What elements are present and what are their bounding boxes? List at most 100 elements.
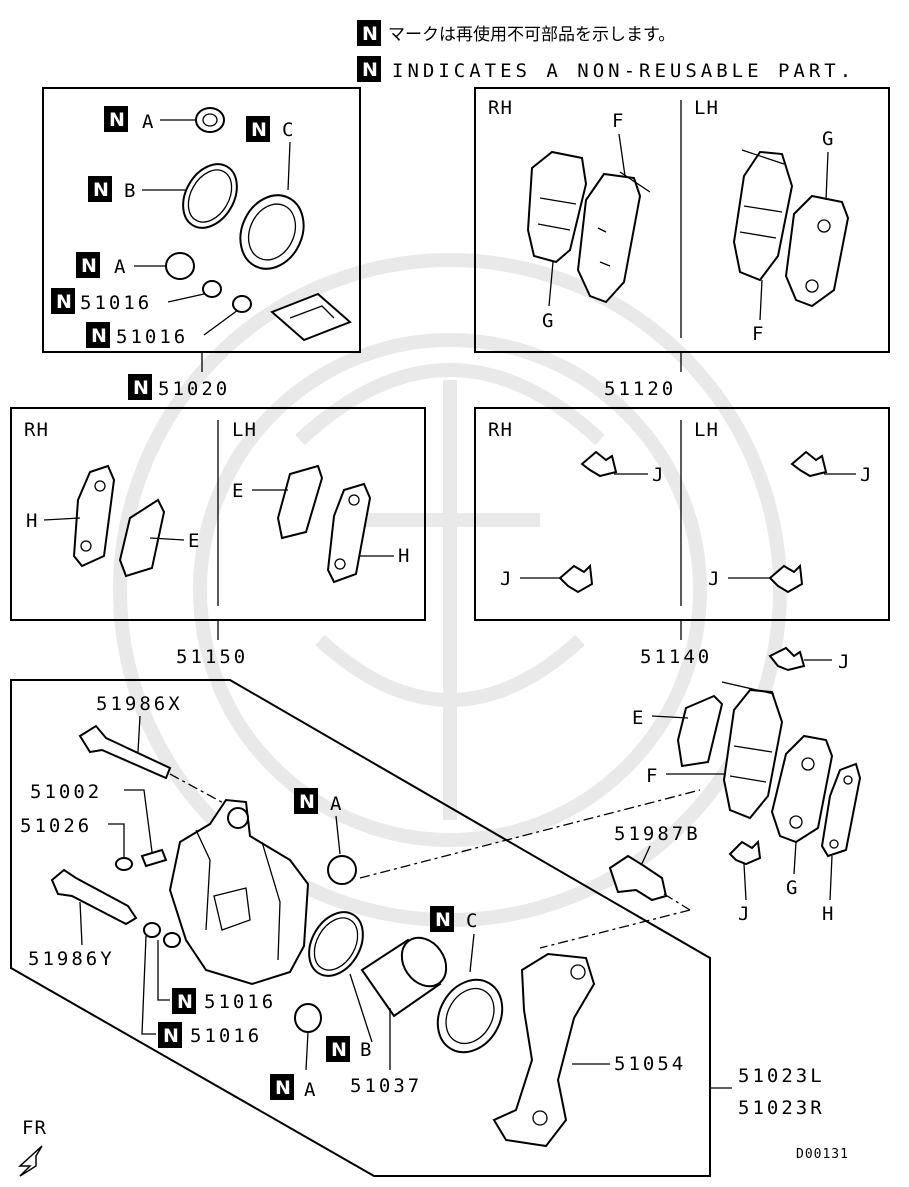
shim-e-lh xyxy=(276,464,324,540)
label-51054: 51054 xyxy=(614,1053,686,1075)
shim-e-exploded xyxy=(676,694,724,768)
label-g: G xyxy=(542,310,554,332)
bolt-51986x-part xyxy=(78,724,172,780)
label-51037: 51037 xyxy=(350,1075,422,1097)
label-f-2: F xyxy=(752,323,764,345)
label-51986x: 51986X xyxy=(96,693,183,715)
pad-f-rh xyxy=(576,172,642,304)
label-lh-2: LH xyxy=(232,419,257,441)
footer: FR D00131 xyxy=(18,1117,849,1177)
svg-text:N: N xyxy=(331,1039,347,1061)
svg-text:N: N xyxy=(56,291,72,313)
pad-f-lh xyxy=(732,150,794,282)
label-51016-2: 51016 xyxy=(116,326,188,348)
boot-51016-asm-2 xyxy=(163,932,181,948)
n-badge-legend-jp: N xyxy=(357,20,381,46)
label-51026: 51026 xyxy=(20,815,92,837)
svg-text:N: N xyxy=(91,325,107,347)
label-rh: RH xyxy=(488,97,513,119)
label-j-bottom: J xyxy=(738,903,750,925)
label-j-3: J xyxy=(860,464,872,486)
label-b: B xyxy=(124,180,136,202)
seal-c-asm-part xyxy=(436,978,504,1054)
boot-a-asm2-part xyxy=(294,1003,322,1033)
boot-51016-part xyxy=(202,280,222,298)
section-shims: 51150 RH LH H E E H xyxy=(10,407,426,668)
legend-english: INDICATES A NON-REUSABLE PART. xyxy=(392,60,855,82)
boot-51016b-part xyxy=(232,295,252,313)
label-lh-3: LH xyxy=(694,419,719,441)
label-rh-2: RH xyxy=(24,419,49,441)
diagram-code: D00131 xyxy=(796,1147,849,1162)
clip-j-4 xyxy=(768,563,804,594)
label-a: A xyxy=(142,111,154,133)
pad-g-exploded xyxy=(770,734,834,844)
section-seal-kit: N 51020 N A N C N B N A N 51016 N 51016 xyxy=(42,87,361,400)
section-pads: 51120 RH LH F G G F xyxy=(474,87,890,400)
label-e-exploded: E xyxy=(632,707,644,729)
label-c: C xyxy=(282,119,294,141)
legend-japanese: マークは再使用不可部品を示します。 xyxy=(388,24,675,45)
svg-text:N: N xyxy=(251,119,267,141)
direction-label: FR xyxy=(22,1117,47,1139)
label-g-exploded: G xyxy=(786,877,798,899)
n-badge: N xyxy=(128,374,152,400)
seal-c-part xyxy=(239,194,305,270)
shim-h-rh xyxy=(72,464,116,568)
label-h-exploded: H xyxy=(822,903,834,925)
grease-pack-part xyxy=(270,292,352,342)
clip-j-3 xyxy=(790,450,828,478)
pad-g-rh xyxy=(526,150,588,264)
caliper-body-part xyxy=(168,798,310,986)
svg-text:N: N xyxy=(362,59,378,81)
svg-text:N: N xyxy=(163,1025,179,1047)
label-e-2: E xyxy=(232,480,244,502)
label-51986y: 51986Y xyxy=(28,948,115,970)
label-c-asm: C xyxy=(466,910,478,932)
boot-a2-part xyxy=(165,252,195,280)
section-assembly: 51023L 51023R 51986X 51002 51026 51986Y … xyxy=(10,646,862,1177)
n-badge-legend-en: N xyxy=(357,56,381,82)
label-a-2: A xyxy=(114,256,126,278)
svg-text:N: N xyxy=(435,909,451,931)
bolt-51987b-part xyxy=(608,854,668,902)
clip-j-2 xyxy=(558,563,594,594)
bushing-51026-part xyxy=(115,857,133,871)
boot-a-asm-part xyxy=(327,855,357,885)
label-j-2: J xyxy=(500,568,512,590)
legend: N マークは再使用不可部品を示します。 N INDICATES A NON-RE… xyxy=(357,20,855,82)
shim-e-rh xyxy=(118,498,166,578)
label-h: H xyxy=(26,510,38,532)
label-j-top: J xyxy=(838,651,850,673)
pad-g-lh xyxy=(784,194,850,308)
label-51023l: 51023L xyxy=(738,1065,825,1087)
boot-a-part xyxy=(195,107,225,133)
label-51016-asm-1: 51016 xyxy=(204,991,276,1013)
shim-h-exploded xyxy=(820,762,862,858)
part-number-51120: 51120 xyxy=(604,378,676,400)
clip-j-1 xyxy=(580,450,618,478)
svg-text:N: N xyxy=(362,23,378,45)
label-lh: LH xyxy=(694,97,719,119)
seal-b-asm-part xyxy=(308,911,364,977)
part-number-51150: 51150 xyxy=(176,646,248,668)
boot-51016-asm-1 xyxy=(143,922,161,938)
label-51002: 51002 xyxy=(30,781,102,803)
label-51016-asm-2: 51016 xyxy=(190,1025,262,1047)
label-51987b: 51987B xyxy=(614,823,701,845)
bolt-51986y-part xyxy=(50,868,138,926)
clip-j-exploded-top xyxy=(768,646,806,672)
shim-h-lh xyxy=(326,482,372,584)
clip-j-exploded-bottom xyxy=(728,839,762,866)
label-h-2: H xyxy=(398,545,410,567)
label-f: F xyxy=(612,110,624,132)
svg-text:N: N xyxy=(275,1077,291,1099)
label-j-4: J xyxy=(708,568,720,590)
part-number-51140: 51140 xyxy=(640,646,712,668)
svg-text:N: N xyxy=(299,791,315,813)
label-g-2: G xyxy=(822,128,834,150)
label-f-exploded: F xyxy=(646,765,658,787)
label-a-asm: A xyxy=(330,793,342,815)
section-clips: 51140 RH LH J J J J xyxy=(474,407,890,668)
